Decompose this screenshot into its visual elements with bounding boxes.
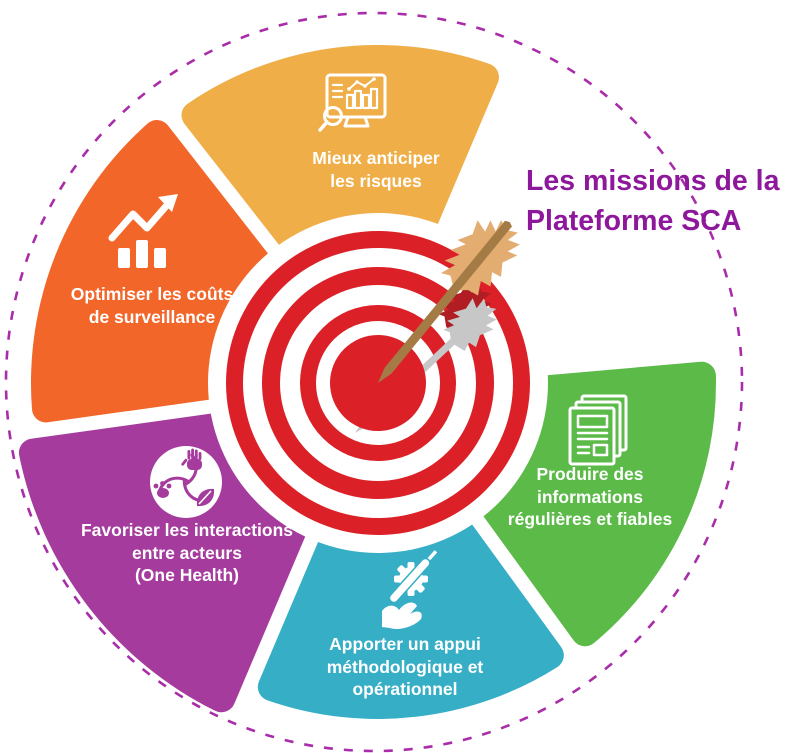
label-produce: Produire des informations régulières et … [507,464,673,529]
monitor-analysis-icon [318,73,387,132]
gear-hand-icon [382,548,440,629]
title-line-1: Les missions de la [526,165,780,197]
growth-chart-icon [108,194,178,268]
one-health-icon [150,446,222,518]
documents-icon [568,394,628,466]
label-optimize: Optimiser les coûts de surveillance [70,284,234,327]
hand-paw-leaf-shapes [153,448,215,507]
target-arrow [378,220,520,383]
page-title: Les missions de la Plateforme SCA [526,161,800,241]
arrow-shaft [378,220,512,383]
title-line-2: Plateforme SCA [526,205,742,237]
open-hand-shape [382,602,422,629]
gray-arrow-fletching [443,298,497,352]
wedge-anticipate [181,45,499,370]
label-support: Apporter un appui méthodologique et opér… [326,634,484,699]
label-anticipate: Mieux anticiper les risques [312,148,440,191]
dashed-outline-circle [4,11,744,753]
wedge-support [257,397,564,719]
label-interactions: Favoriser les interactions entre acteurs… [80,520,294,585]
